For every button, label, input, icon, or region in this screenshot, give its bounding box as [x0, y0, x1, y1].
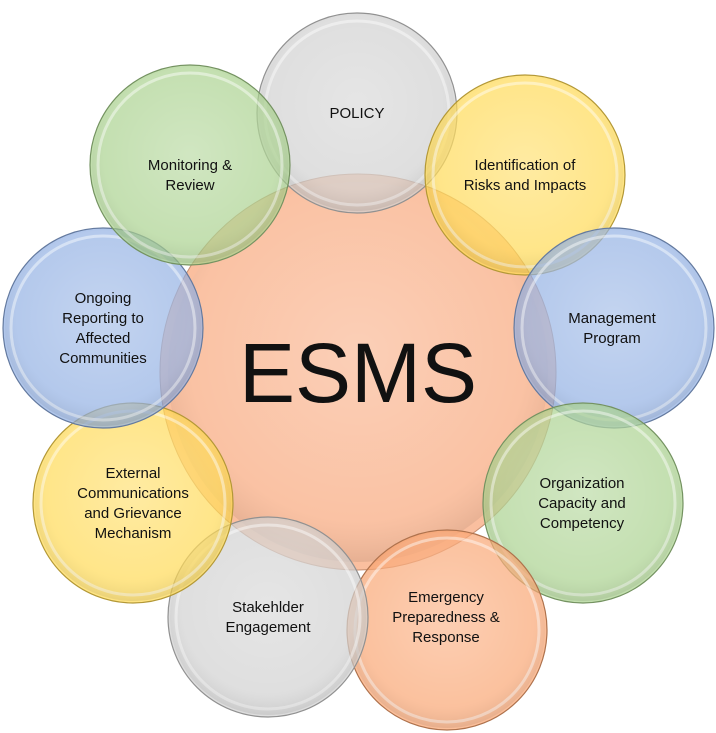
node-gloss	[35, 405, 231, 601]
node-label-line: External	[105, 465, 160, 482]
node-label-line: Organization	[539, 475, 624, 492]
node-gloss	[427, 77, 623, 273]
node-label-line: Monitoring &	[148, 157, 232, 174]
node-emergency	[346, 529, 548, 731]
node-label-policy: POLICY	[329, 105, 384, 122]
node-label-line: Emergency	[408, 589, 484, 606]
node-gloss	[485, 405, 681, 601]
node-label-line: Engagement	[225, 619, 311, 636]
node-label-line: Management	[568, 310, 656, 327]
node-label-line: Mechanism	[95, 525, 172, 542]
node-identification	[424, 74, 626, 276]
node-organization	[482, 402, 684, 604]
node-gloss	[349, 532, 545, 728]
node-label-line: Capacity and	[538, 495, 626, 512]
node-label-line: Competency	[540, 515, 625, 532]
node-label-line: Affected	[76, 330, 131, 347]
node-monitoring	[89, 64, 291, 266]
node-label-line: Communications	[77, 485, 189, 502]
node-gloss	[516, 230, 712, 426]
node-label-line: POLICY	[329, 105, 384, 122]
node-stakeholder	[167, 516, 369, 718]
node-label-line: Program	[583, 330, 641, 347]
node-label-line: Communities	[59, 350, 147, 367]
node-management	[513, 227, 715, 429]
node-policy	[256, 12, 458, 214]
node-ongoing	[2, 227, 204, 429]
node-label-line: Reporting to	[62, 310, 144, 327]
node-label-line: Response	[412, 629, 480, 646]
node-label-monitoring: Monitoring & Review	[148, 157, 232, 194]
node-label-line: and Grievance	[84, 505, 182, 522]
node-gloss	[170, 519, 366, 715]
node-label-line: Stakehlder	[232, 599, 304, 616]
node-gloss	[259, 15, 455, 211]
node-label-line: Identification of	[475, 157, 577, 174]
node-label-line: Ongoing	[75, 290, 132, 307]
node-label-line: Review	[165, 177, 214, 194]
node-label-line: Preparedness &	[392, 609, 500, 626]
node-label-line: Risks and Impacts	[464, 177, 587, 194]
center-gloss	[168, 182, 548, 562]
node-external	[32, 402, 234, 604]
center-label: ESMS	[239, 326, 477, 420]
node-label-identification: Identification of Risks and Impacts	[464, 157, 587, 194]
node-gloss	[92, 67, 288, 263]
node-gloss	[5, 230, 201, 426]
